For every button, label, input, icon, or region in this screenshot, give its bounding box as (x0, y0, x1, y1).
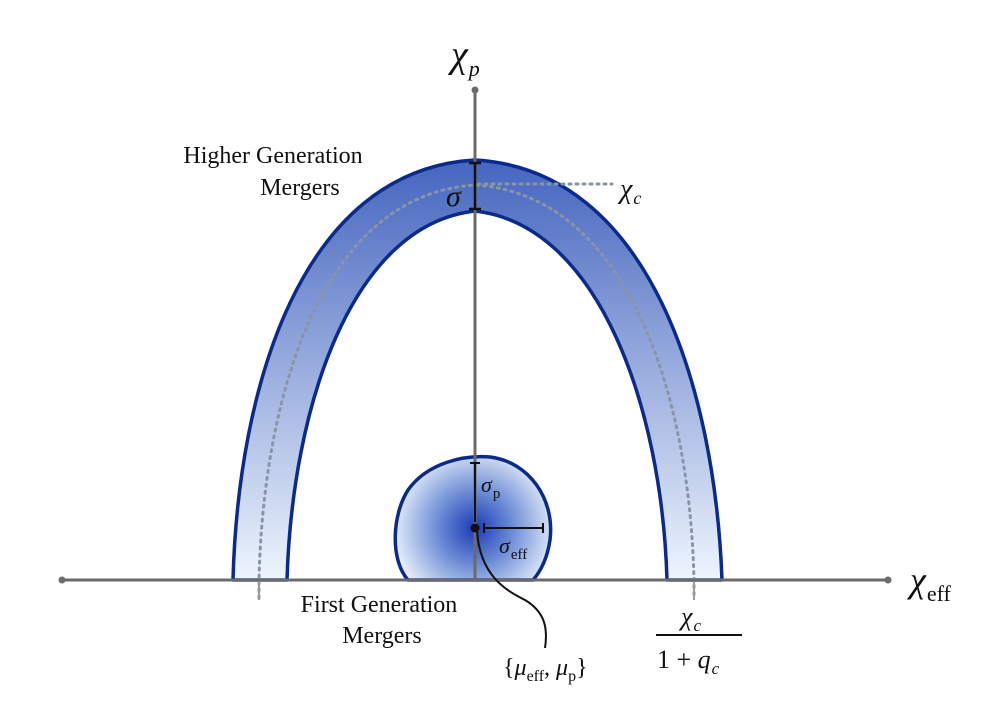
y-axis-label: χp (447, 34, 480, 81)
chi-c-label: χc (617, 174, 641, 208)
x-axis-right-dot (884, 576, 892, 584)
higher-generation-label: Higher Generation Mergers (183, 143, 368, 201)
sigma-width-bracket (469, 161, 481, 211)
fraction-denominator: 1 + qc (657, 645, 720, 678)
first-generation-blob (393, 454, 553, 582)
sigma-p-label: σp (481, 472, 500, 502)
sigma-eff-label: σeff (499, 533, 527, 563)
sigma-p-bracket (470, 462, 480, 522)
mu-label: {μeff, μp} (503, 655, 588, 685)
mean-point (470, 523, 480, 533)
x-axis-left-dot (58, 576, 66, 584)
sigma-eff-bracket (483, 523, 544, 533)
sigma-label: σ (446, 180, 462, 213)
mu-leader-line (476, 530, 547, 649)
x-axis-label: χeff (907, 560, 952, 606)
first-generation-label: First Generation Mergers (301, 592, 464, 649)
y-axis-end-dot (471, 86, 479, 94)
arch-center-dotted-line (257, 183, 696, 600)
fraction-numerator: χc (678, 602, 701, 635)
